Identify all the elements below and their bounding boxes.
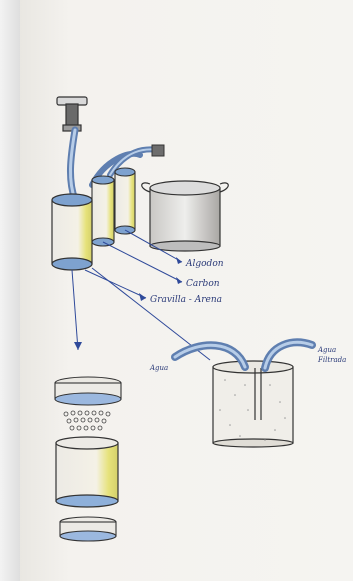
filtration-container xyxy=(213,361,293,447)
label-water-filtered-2: Filtrada xyxy=(317,356,346,364)
label-water-filtered-1: Agua xyxy=(317,346,336,354)
filter-can-2 xyxy=(92,176,114,246)
label-gravel-sand: Gravilla - Arena xyxy=(150,295,222,305)
label-water-in: Agua xyxy=(149,364,168,372)
cooking-pot-drawing xyxy=(142,181,229,251)
filter-can-3 xyxy=(115,168,135,234)
exploded-lid xyxy=(55,377,121,405)
label-carbon: Carbon xyxy=(186,279,220,289)
outlet-valve xyxy=(152,145,164,156)
exploded-can-body xyxy=(56,437,118,507)
filter-can-1 xyxy=(52,194,92,270)
label-cotton: Algodon xyxy=(185,259,224,269)
exploded-bottom-cap xyxy=(60,517,116,541)
